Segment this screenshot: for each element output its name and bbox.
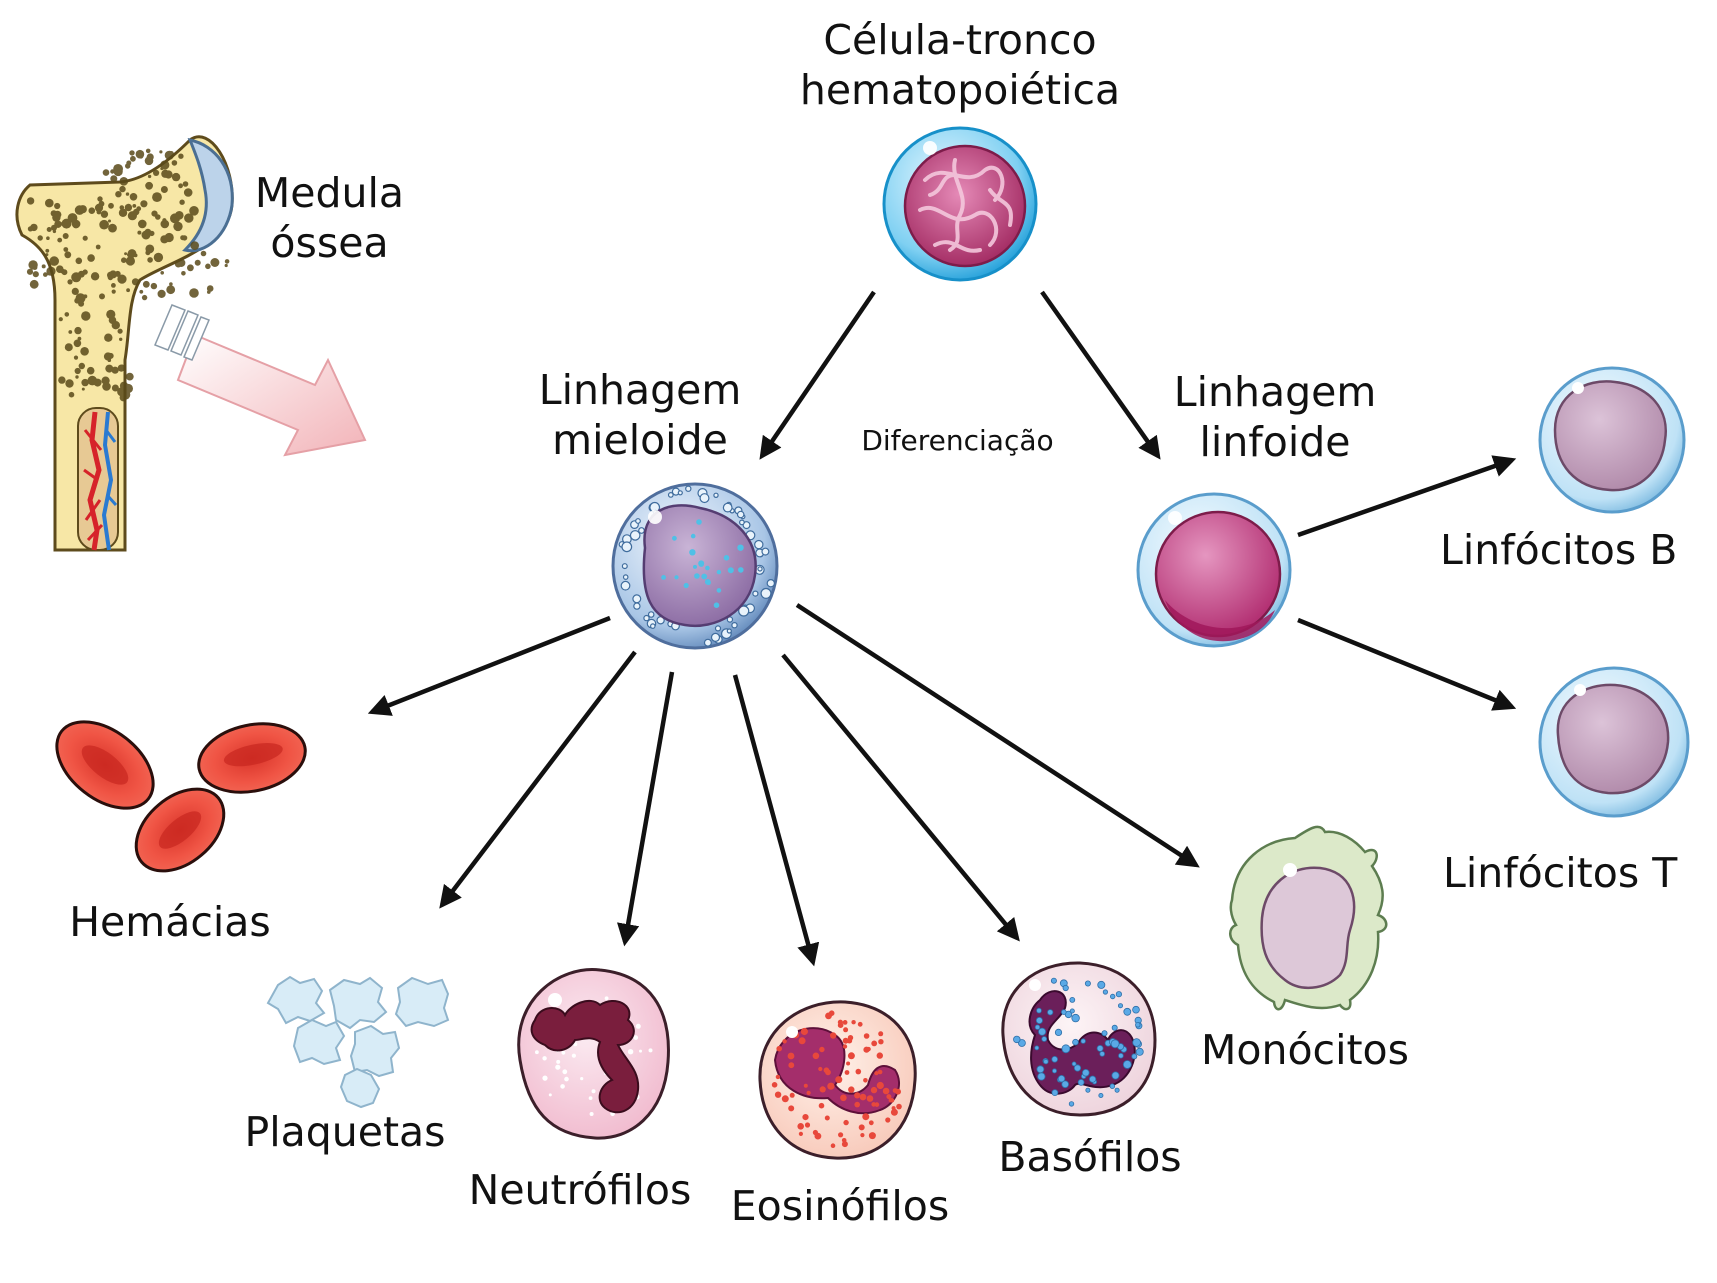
- arrow-stem-to-myeloid: [759, 290, 876, 460]
- myeloid-lineage-label-line1: Linhagem: [538, 366, 742, 414]
- arrow-myeloid-to-rbc: [367, 615, 611, 716]
- differentiation-arrows: [367, 290, 1517, 967]
- red-blood-cells-label: Hemácias: [69, 898, 271, 946]
- differentiation-label: Diferenciação: [861, 424, 1054, 457]
- arrow-lymphoid-to-b: [1297, 455, 1517, 538]
- t-lymphocytes-label: Linfócitos T: [1443, 849, 1678, 897]
- lymphoid-lineage-label: Linhagem linfoide: [1140, 367, 1410, 467]
- eosinophil-cell: [758, 1000, 917, 1160]
- arrow-myeloid-to-eosinophil: [732, 674, 820, 967]
- red-blood-cells: [55, 720, 307, 873]
- bone-marrow-label: Medula óssea: [252, 168, 452, 268]
- stem-cell-label: Célula-tronco hematopoiética: [760, 15, 1160, 115]
- arrow-stem-to-lymphoid: [1040, 290, 1161, 460]
- basophils-label: Basófilos: [998, 1133, 1182, 1181]
- b-lymphocytes-label: Linfócitos B: [1440, 526, 1678, 574]
- bone-marrow-arrow: [154, 304, 367, 457]
- t-lymphocyte-cell: [1538, 666, 1690, 818]
- arrow-myeloid-to-monocyte: [795, 603, 1200, 868]
- bone-marrow-label-line1: Medula: [254, 169, 405, 217]
- platelets-label: Plaquetas: [244, 1108, 446, 1156]
- arrow-myeloid-to-platelets: [439, 650, 637, 909]
- arrow-myeloid-to-basophil: [781, 653, 1020, 942]
- arrow-myeloid-to-neutrophil: [617, 671, 675, 947]
- myeloid-progenitor-cell: [611, 482, 779, 650]
- platelets: [266, 975, 450, 1109]
- myeloid-lineage-label: Linhagem mieloide: [500, 365, 780, 465]
- neutrophil-cell: [517, 968, 670, 1140]
- neutrophils-label: Neutrófilos: [468, 1166, 692, 1214]
- monocyte-cell: [1229, 825, 1388, 1011]
- stem-cell-label-line2: hematopoiética: [799, 66, 1121, 114]
- bone-marrow-label-line2: óssea: [270, 219, 389, 267]
- femur-bone-illustration: [15, 135, 234, 552]
- b-lymphocyte-cell: [1538, 366, 1686, 514]
- monocytes-label: Monócitos: [1201, 1026, 1409, 1074]
- basophil-cell: [1001, 961, 1157, 1117]
- lymphoid-lineage-label-line2: linfoide: [1199, 418, 1351, 466]
- stem-cell-label-line1: Célula-tronco: [823, 16, 1097, 64]
- eosinophils-label: Eosinófilos: [730, 1182, 950, 1230]
- myeloid-lineage-label-line2: mieloide: [552, 416, 728, 464]
- stem-cell: [882, 126, 1038, 282]
- lymphoid-lineage-label-line1: Linhagem: [1173, 368, 1377, 416]
- arrow-lymphoid-to-t: [1297, 617, 1517, 711]
- lymphoid-progenitor-cell: [1136, 492, 1292, 648]
